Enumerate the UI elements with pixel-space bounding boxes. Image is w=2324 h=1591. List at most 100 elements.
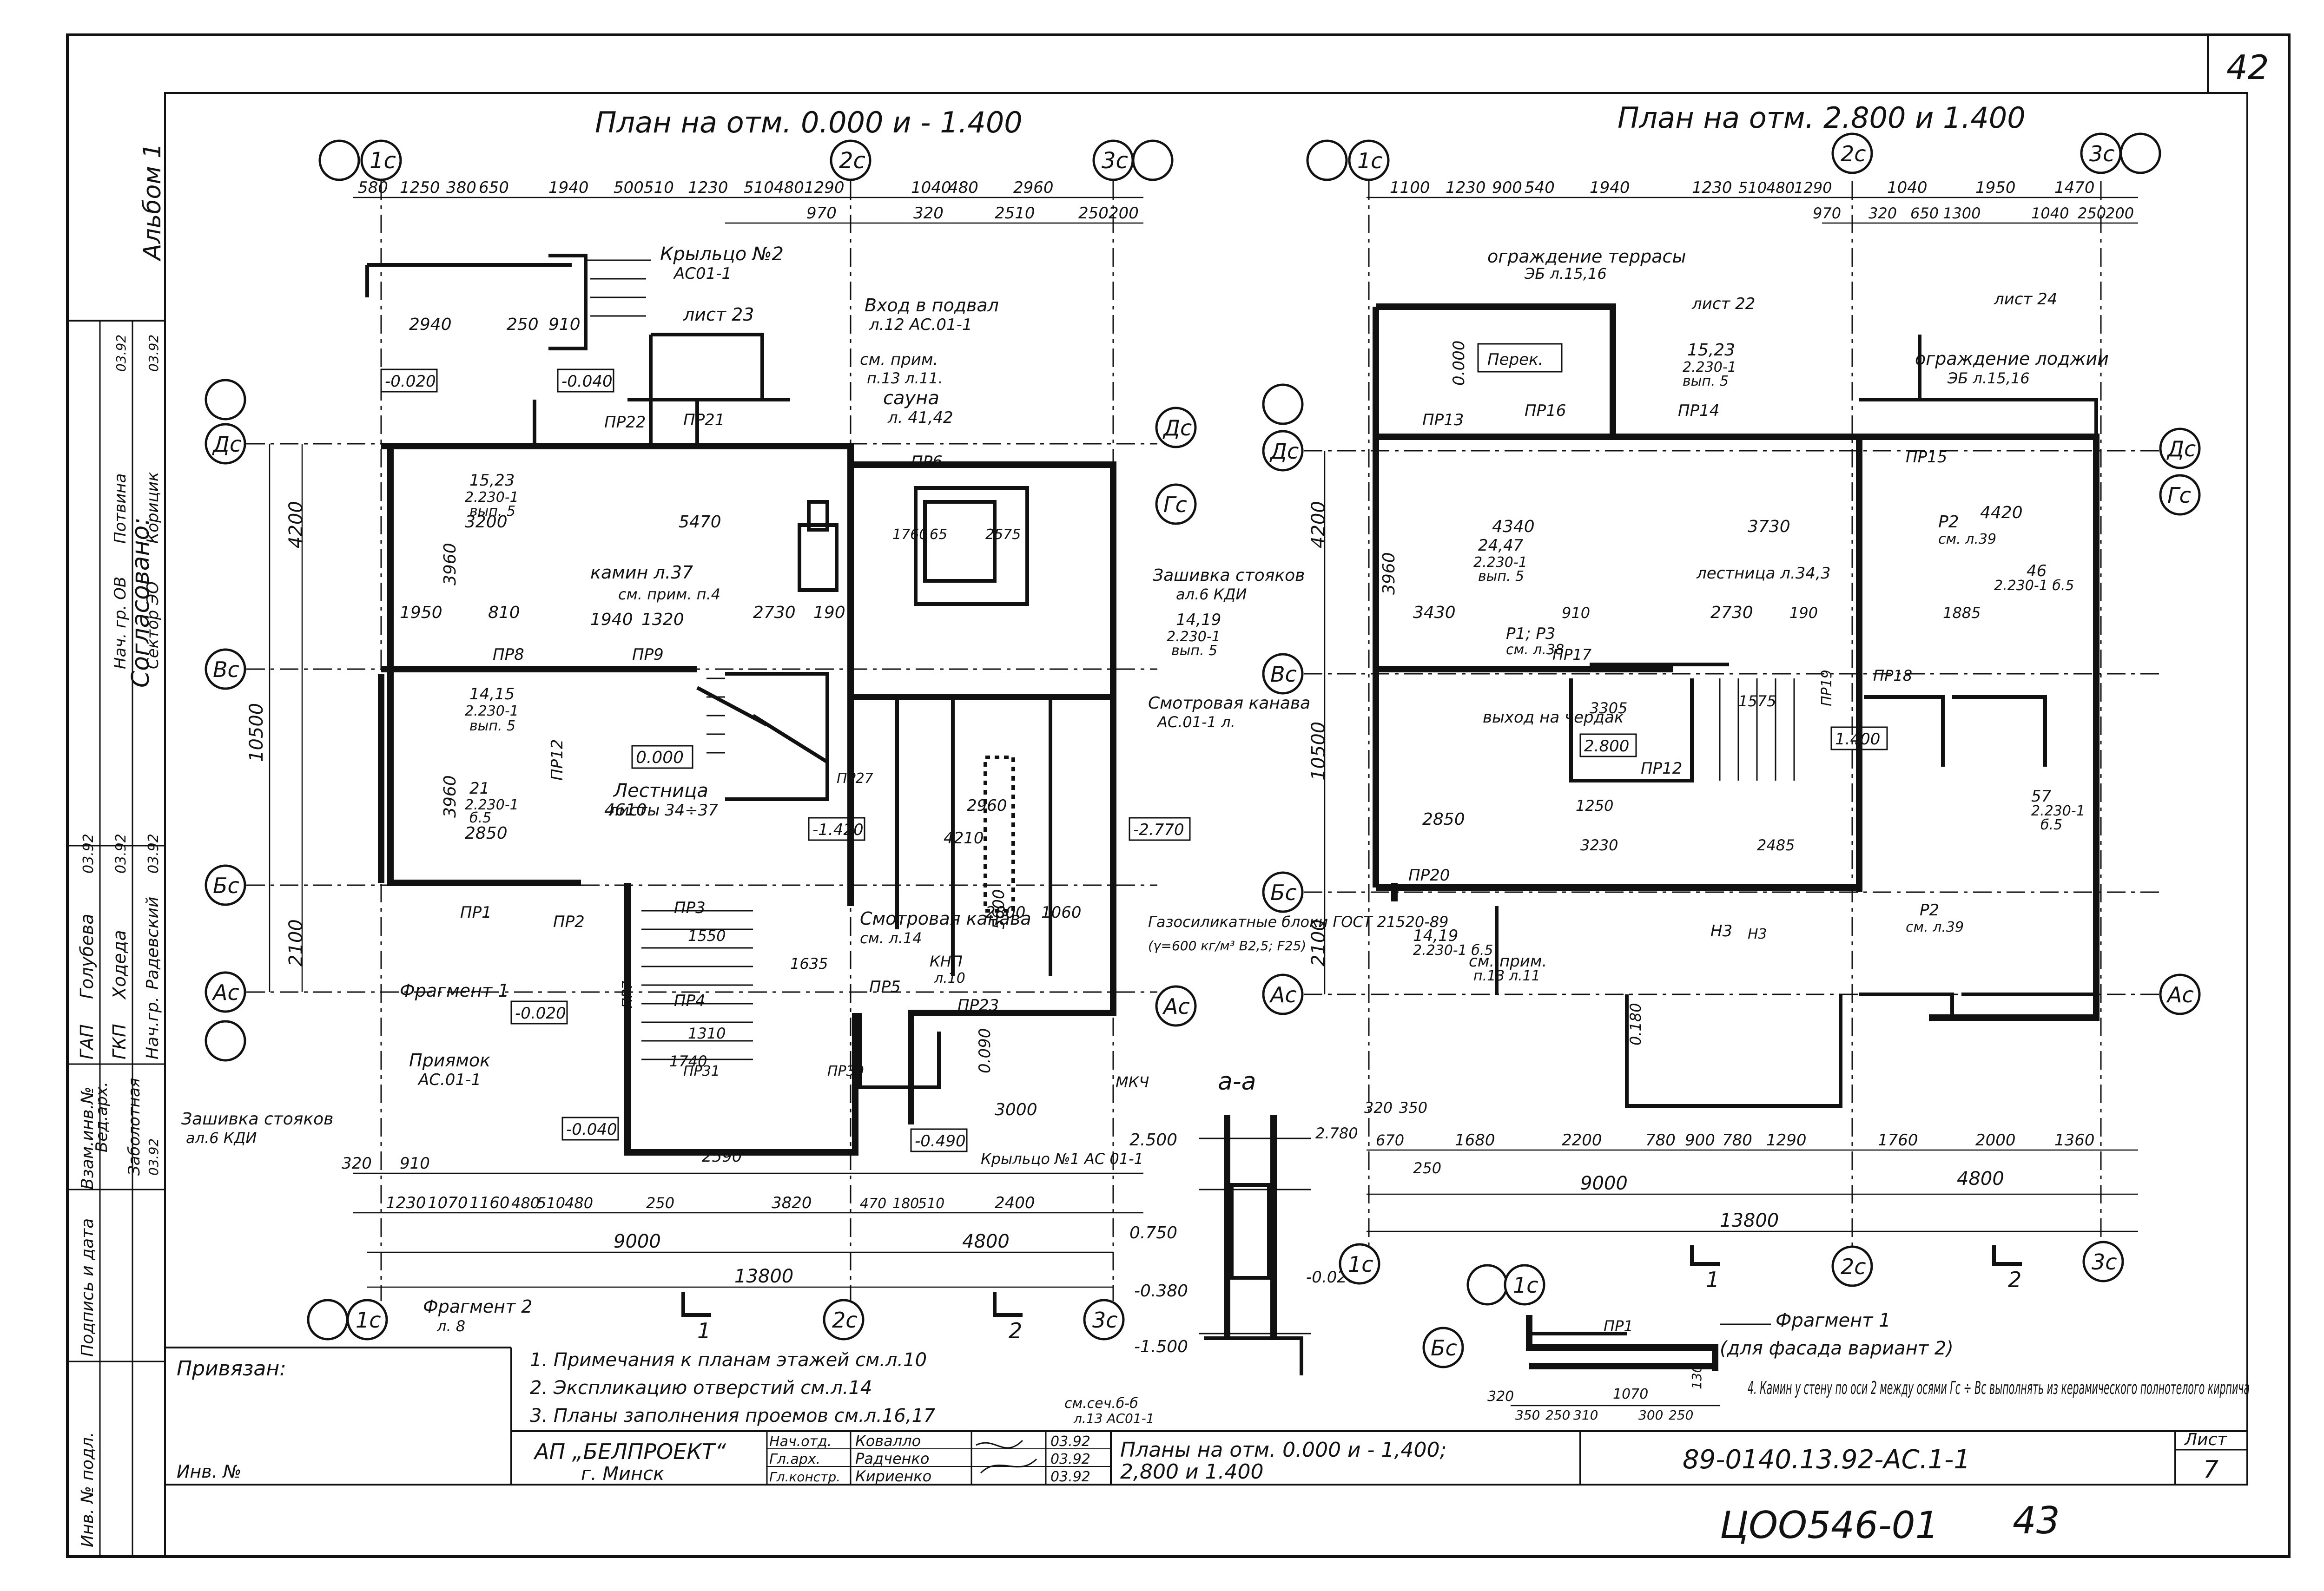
fragment-axis-1c: 1с: [1504, 1264, 1545, 1306]
svg-text:ПР23: ПР23: [957, 996, 999, 1015]
stamp-role-4: Вед.арх.: [92, 1082, 111, 1152]
svg-text:780: 780: [1645, 1131, 1676, 1150]
svg-text:1680: 1680: [1455, 1131, 1495, 1150]
svg-text:650: 650: [1910, 204, 1939, 222]
svg-text:Ас: Ас: [211, 980, 239, 1005]
svg-text:910: 910: [548, 315, 581, 334]
stamp-header: Согласовано:: [127, 517, 155, 688]
svg-text:1290: 1290: [1794, 179, 1832, 197]
svg-text:ПР14: ПР14: [1678, 401, 1719, 420]
svg-text:ЭБ л.15,16: ЭБ л.15,16: [1947, 369, 2030, 387]
sheet-number: 7: [2203, 1456, 2218, 1484]
svg-text:вып. 5: вып. 5: [469, 718, 515, 734]
right-axis-bottom-3c: 3с: [2082, 1241, 2124, 1282]
right-openings: ПР13 ПР16 ПР14 ПР15 ПР17 ПР18 ПР19 ПР20 …: [1408, 401, 1947, 940]
right-dim-10500: 10500: [1308, 722, 1329, 781]
svg-text:350: 350: [1399, 1099, 1427, 1117]
stamp-role-1: ГАП: [77, 1024, 97, 1059]
svg-text:ПР20: ПР20: [1408, 866, 1450, 885]
stamp-approval-2: Сектор ЭО: [144, 581, 162, 669]
svg-text:2.780: 2.780: [1315, 1124, 1358, 1142]
right-axis-Ac: Ас: [1262, 973, 1304, 1015]
svg-text:см. л.39: см. л.39: [1938, 531, 1996, 547]
svg-text:1с: 1с: [1513, 1273, 1538, 1298]
svg-text:4420: 4420: [1980, 503, 2023, 522]
left-axis-Dc: Дс: [205, 423, 246, 465]
svg-text:65: 65: [930, 526, 947, 543]
svg-text:13800: 13800: [734, 1266, 793, 1287]
note-2: 2. Экспликацию отверстий см.л.14: [530, 1377, 872, 1399]
svg-text:ограждение террасы: ограждение террасы: [1487, 246, 1686, 267]
svg-text:350: 350: [1515, 1407, 1540, 1423]
left-axis-top-3c: 3с: [1092, 139, 1174, 181]
staff-1-name: Ковалло: [855, 1432, 921, 1450]
svg-text:320: 320: [1364, 1099, 1393, 1117]
right-axis-Gc-right: Гс: [2159, 474, 2201, 516]
svg-text:ПР16: ПР16: [1525, 401, 1566, 420]
stamp-name-1: Голубева: [77, 914, 97, 999]
svg-text:14,19: 14,19: [1413, 927, 1458, 945]
sheet-number-top: 42: [2226, 48, 2269, 87]
svg-text:2575: 2575: [985, 526, 1021, 543]
svg-text:листы 34÷37: листы 34÷37: [608, 801, 718, 820]
svg-text:3960: 3960: [441, 775, 460, 818]
svg-text:Перек.: Перек.: [1487, 350, 1543, 369]
left-axis-Ac: Ас: [205, 971, 246, 1013]
stamp-date-3: 03.92: [145, 834, 162, 874]
svg-text:2.230-1: 2.230-1: [2031, 803, 2085, 819]
left-axis-bottom-1c: 1с: [307, 1299, 388, 1341]
svg-text:1470: 1470: [2054, 178, 2095, 197]
svg-text:250: 250: [646, 1194, 674, 1212]
svg-text:9000: 9000: [1580, 1173, 1628, 1194]
svg-text:14,19: 14,19: [1176, 611, 1221, 629]
stamp-approval-1-date: 03.92: [113, 335, 129, 372]
svg-text:480: 480: [774, 178, 804, 197]
svg-text:вып. 5: вып. 5: [1171, 643, 1217, 659]
left-section-2: 2: [993, 1292, 1023, 1343]
svg-text:ПР6: ПР6: [911, 453, 943, 471]
svg-text:вып. 5: вып. 5: [469, 503, 515, 519]
svg-text:0.180: 0.180: [1627, 1003, 1644, 1045]
svg-text:15,23: 15,23: [469, 471, 515, 490]
svg-text:3с: 3с: [1092, 1308, 1118, 1333]
svg-text:500: 500: [614, 178, 644, 197]
right-axis-Ac-right: Ас: [2159, 973, 2201, 1015]
svg-text:л. 8: л. 8: [436, 1317, 465, 1335]
svg-text:5470: 5470: [679, 513, 721, 532]
stamp-date-1: 03.92: [80, 834, 97, 874]
svg-text:2960: 2960: [1013, 178, 1054, 197]
stamp-approval-2-date: 03.92: [146, 335, 161, 372]
svg-text:1100: 1100: [1390, 178, 1430, 197]
svg-text:лестница л.34,3: лестница л.34,3: [1696, 564, 1831, 583]
svg-text:200: 200: [1109, 204, 1139, 223]
staff-2-role: Гл.арх.: [769, 1451, 820, 1467]
right-axis-top-2c: 2с: [1831, 132, 1873, 174]
svg-text:3820: 3820: [772, 1194, 812, 1212]
svg-text:2850: 2850: [1422, 810, 1465, 829]
svg-text:Н3: Н3: [1710, 922, 1732, 940]
svg-text:480: 480: [1766, 179, 1795, 197]
svg-text:2.230-1 б.5: 2.230-1 б.5: [1994, 578, 2074, 594]
staff-3-name: Кириенко: [855, 1467, 931, 1485]
left-dim-4200: 4200: [285, 501, 307, 548]
svg-text:2.230-1: 2.230-1: [1167, 629, 1221, 645]
svg-text:0.000: 0.000: [636, 748, 684, 767]
fragment-axis-Bc: Бс: [1422, 1327, 1464, 1368]
svg-text:250: 250: [1413, 1159, 1441, 1177]
svg-text:480: 480: [948, 178, 978, 197]
svg-text:Дс: Дс: [1162, 415, 1192, 440]
svg-text:ал.6 КДИ: ал.6 КДИ: [1176, 585, 1247, 603]
footer-page: 43: [2013, 1499, 2060, 1542]
svg-text:2с: 2с: [1841, 1254, 1866, 1279]
svg-text:КНП: КНП: [930, 953, 963, 970]
svg-text:Бс: Бс: [213, 873, 239, 898]
svg-text:2510: 2510: [995, 204, 1035, 223]
svg-text:9000: 9000: [614, 1231, 661, 1252]
svg-text:2.230-1: 2.230-1: [465, 797, 519, 813]
fragment-opening: ПР1: [1604, 1317, 1633, 1335]
svg-text:190: 190: [813, 603, 845, 622]
left-plan: План на отм. 0.000 и - 1.400 1с 2с 3с 58…: [181, 105, 1449, 1343]
svg-text:АС.01-1 л.: АС.01-1 л.: [1156, 713, 1235, 731]
svg-text:3430: 3430: [1413, 603, 1456, 622]
svg-text:-0.490: -0.490: [915, 1132, 966, 1151]
